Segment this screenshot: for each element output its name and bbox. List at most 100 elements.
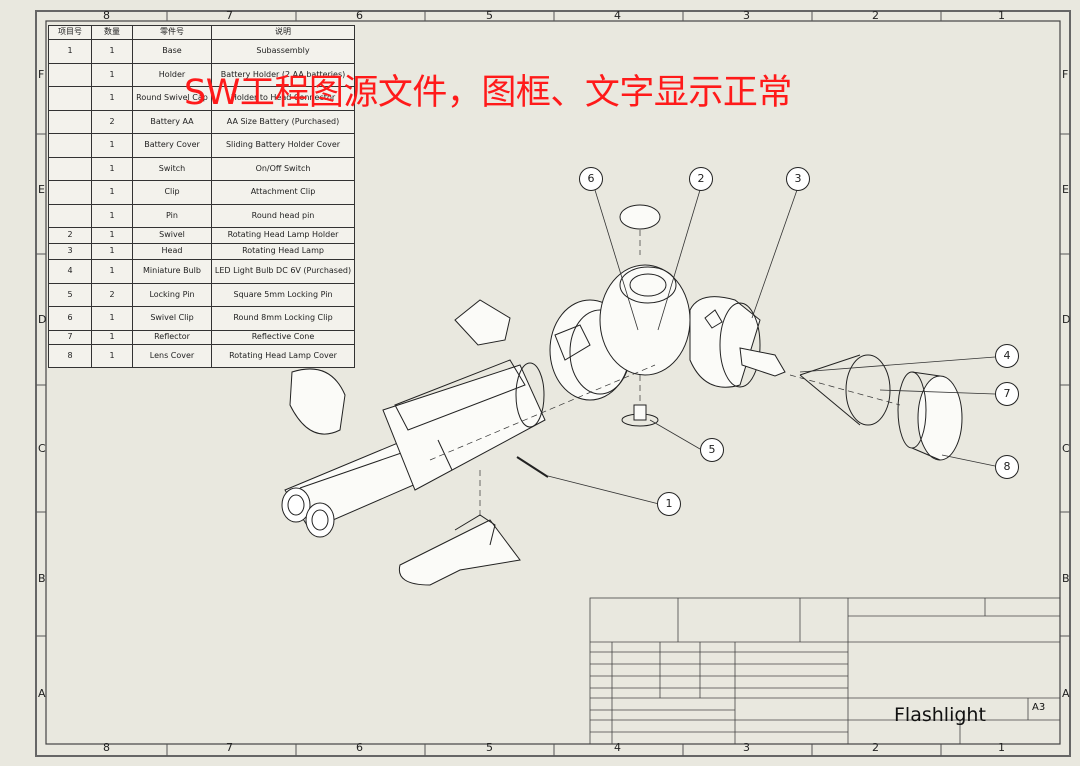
bom-desc: Rotating Head Lamp <box>211 243 355 260</box>
bom-qty: 1 <box>91 156 133 181</box>
zone-col-label: 4 <box>614 741 621 754</box>
zone-col-label: 3 <box>743 741 750 754</box>
bom-header-part: 零件号 <box>132 25 212 40</box>
bom-desc: On/Off Switch <box>211 156 355 181</box>
bom-item <box>48 62 92 87</box>
bom-qty: 1 <box>91 329 133 345</box>
bom-desc: Subassembly <box>211 39 355 64</box>
bom-item <box>48 156 92 181</box>
bom-part: Holder <box>132 62 212 87</box>
title-block <box>589 597 1061 745</box>
balloon-callout: 4 <box>995 344 1019 368</box>
bom-item: 5 <box>48 282 92 307</box>
swivel <box>599 264 691 376</box>
zone-col-label: 8 <box>103 9 110 22</box>
bom-part: Base <box>132 39 212 64</box>
bom-header-row: 项目号 数量 零件号 说明 <box>48 25 355 40</box>
bom-qty: 1 <box>91 203 133 228</box>
zone-row-label: C <box>1062 442 1070 455</box>
zone-col-label: 8 <box>103 741 110 754</box>
bom-item <box>48 86 92 111</box>
bom-item: 6 <box>48 306 92 331</box>
inner-frame <box>45 20 1061 745</box>
exploded-view <box>281 189 996 586</box>
balloon-callout: 2 <box>689 167 713 191</box>
balloon-callout: 8 <box>995 455 1019 479</box>
bom-desc: Attachment Clip <box>211 180 355 205</box>
bom-qty: 1 <box>91 259 133 284</box>
switch <box>454 299 511 346</box>
zone-row-label: E <box>1062 183 1069 196</box>
bom-qty: 1 <box>91 227 133 244</box>
battery-aa <box>281 439 426 538</box>
bom-qty: 1 <box>91 180 133 205</box>
zone-col-label: 2 <box>872 741 879 754</box>
zone-col-label: 7 <box>226 9 233 22</box>
zone-col-label: 7 <box>226 741 233 754</box>
balloon-callout: 5 <box>700 438 724 462</box>
bom-part: Battery Cover <box>132 133 212 158</box>
bom-desc: Sliding Battery Holder Cover <box>211 133 355 158</box>
bom-qty: 1 <box>91 62 133 87</box>
zone-row-label: D <box>1062 313 1071 326</box>
bom-item <box>48 133 92 158</box>
bom-item: 1 <box>48 39 92 64</box>
bom-qty: 2 <box>91 282 133 307</box>
bom-item: 4 <box>48 259 92 284</box>
bom-item: 3 <box>48 243 92 260</box>
zone-row-label: B <box>1062 572 1070 585</box>
zone-col-label: 1 <box>998 9 1005 22</box>
bom-header-qty: 数量 <box>91 25 133 40</box>
zone-ticks <box>36 11 1070 756</box>
bom-part: Clip <box>132 180 212 205</box>
bom-desc: Reflective Cone <box>211 329 355 345</box>
bom-header-desc: 说明 <box>211 25 355 40</box>
zone-col-label: 6 <box>356 741 363 754</box>
zone-row-label: D <box>38 313 47 326</box>
miniature-bulb <box>739 347 786 377</box>
battery-cover <box>289 368 346 435</box>
attachment-clip <box>398 519 521 586</box>
locking-pin <box>621 404 659 427</box>
bom-part: Miniature Bulb <box>132 259 212 284</box>
bom-item: 8 <box>48 343 92 368</box>
zone-col-label: 5 <box>486 741 493 754</box>
bom-qty: 1 <box>91 133 133 158</box>
bom-item <box>48 109 92 134</box>
bom-desc: LED Light Bulb DC 6V (Purchased) <box>211 259 355 284</box>
zone-col-label: 6 <box>356 9 363 22</box>
bom-desc: Round head pin <box>211 203 355 228</box>
bom-part: Pin <box>132 203 212 228</box>
bom-item <box>48 203 92 228</box>
bom-qty: 1 <box>91 39 133 64</box>
bom-part: Switch <box>132 156 212 181</box>
zone-row-label: F <box>1062 68 1069 81</box>
reflector <box>799 354 891 426</box>
bom-desc: Round 8mm Locking Clip <box>211 306 355 331</box>
zone-col-label: 3 <box>743 9 750 22</box>
zone-col-label: 4 <box>614 9 621 22</box>
zone-col-label: 5 <box>486 9 493 22</box>
bom-item: 7 <box>48 329 92 345</box>
pin <box>516 456 549 478</box>
bom-header-item: 项目号 <box>48 25 92 40</box>
balloon-callout: 1 <box>657 492 681 516</box>
bom-item: 2 <box>48 227 92 244</box>
battery-holder <box>382 359 546 491</box>
bom-qty: 1 <box>91 243 133 260</box>
bom-qty: 1 <box>91 86 133 111</box>
bom-part: Swivel <box>132 227 212 244</box>
bom-desc: Battery Holder (2 AA batteries) <box>211 62 355 87</box>
swivel-clip <box>619 204 661 230</box>
